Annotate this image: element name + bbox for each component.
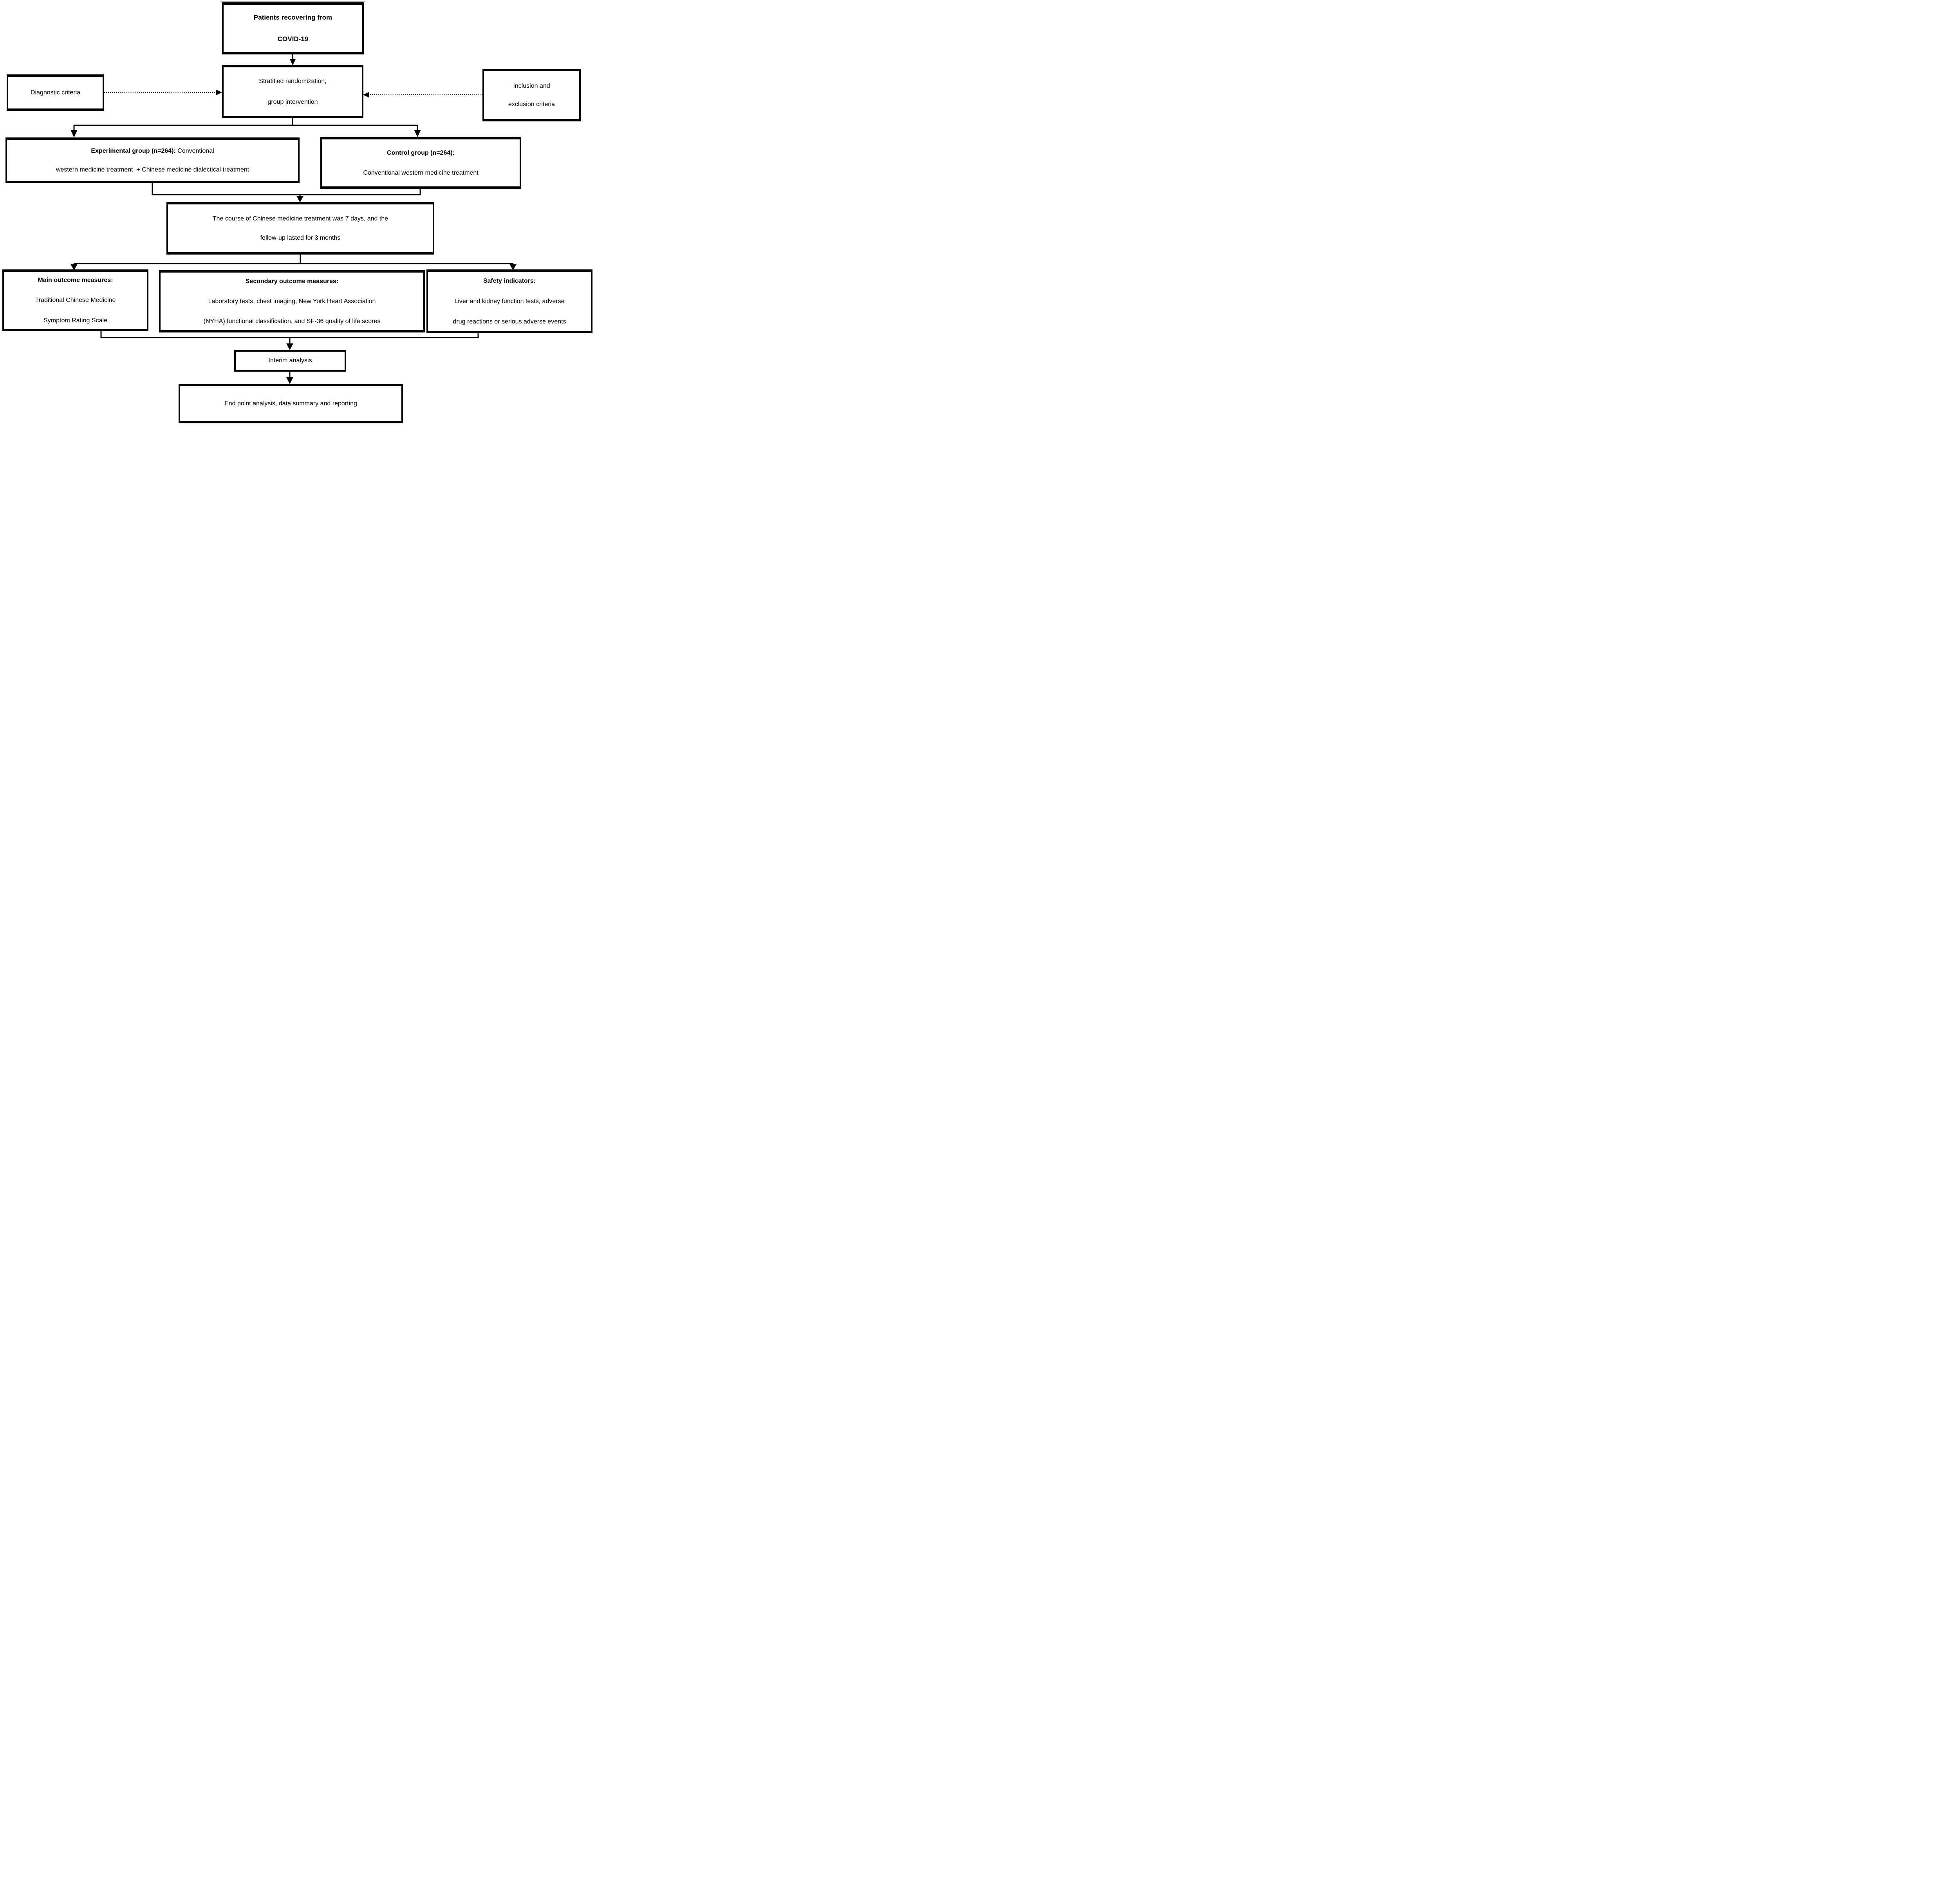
safety-line3: drug reactions or serious adverse events: [453, 318, 566, 325]
split-course-to-outcomes: [70, 255, 517, 270]
inclusion-exclusion-box: Inclusion and exclusion criteria: [482, 69, 581, 121]
inclusion-line2: exclusion criteria: [508, 101, 555, 108]
inclusion-line1: Inclusion and: [513, 82, 550, 89]
secondary-outcome-box: Secondary outcome measures: Laboratory t…: [159, 270, 425, 332]
control-line2: Conventional western medicine treatment: [363, 170, 479, 176]
diagnostic-criteria-box: Diagnostic criteria: [7, 74, 104, 111]
course-line1: The course of Chinese medicine treatment…: [212, 215, 388, 222]
arrow-patients-to-stratified: [289, 54, 296, 65]
diagnostic-label: Diagnostic criteria: [30, 89, 81, 96]
experimental-header: Experimental group (n=264):: [91, 148, 176, 155]
secondary-outcome-line3: (NYHA) functional classification, and SF…: [203, 318, 381, 325]
patients-box: Patients recovering from COVID-19: [222, 2, 364, 54]
endpoint-label: End point analysis, data summary and rep…: [224, 400, 357, 407]
secondary-outcome-line2: Laboratory tests, chest imaging, New Yor…: [208, 298, 376, 305]
merge-outcomes-to-interim: [100, 331, 479, 350]
experimental-line2: western medicine treatment + Chinese med…: [56, 166, 249, 173]
treatment-course-box: The course of Chinese medicine treatment…: [166, 202, 434, 255]
main-outcome-line3: Symptom Rating Scale: [43, 317, 107, 324]
experimental-rest: Conventional: [175, 148, 214, 155]
control-header: Control group (n=264):: [387, 149, 455, 156]
experimental-group-box: Experimental group (n=264): Conventional…: [5, 137, 300, 183]
interim-analysis-box: Interim analysis: [234, 350, 346, 372]
scan-artifact-line: [220, 1, 365, 2]
course-line2: follow-up lasted for 3 months: [260, 235, 341, 241]
endpoint-analysis-box: End point analysis, data summary and rep…: [179, 384, 403, 423]
secondary-outcome-header: Secondary outcome measures:: [245, 278, 339, 285]
merge-groups-to-course: [152, 183, 421, 202]
flowchart-canvas: Patients recovering from COVID-19 Strati…: [0, 0, 605, 425]
main-outcome-box: Main outcome measures: Traditional Chine…: [2, 269, 148, 331]
dotted-arrow-diagnostic-to-stratified: [104, 89, 222, 96]
stratified-line1: Stratified randomization,: [259, 78, 327, 85]
safety-header: Safety indicators:: [483, 277, 536, 284]
experimental-line1: Experimental group (n=264): Conventional: [91, 147, 214, 155]
safety-indicators-box: Safety indicators: Liver and kidney func…: [426, 269, 592, 333]
control-group-box: Control group (n=264): Conventional west…: [320, 137, 521, 189]
dotted-arrow-inclusion-to-stratified: [363, 92, 482, 98]
safety-line2: Liver and kidney function tests, adverse: [454, 298, 565, 305]
patients-line2: COVID-19: [277, 35, 309, 43]
patients-line1: Patients recovering from: [253, 14, 332, 22]
main-outcome-line2: Traditional Chinese Medicine: [35, 297, 116, 304]
stratified-randomization-box: Stratified randomization, group interven…: [222, 65, 363, 118]
connector-layer: [70, 54, 517, 384]
main-outcome-header: Main outcome measures:: [38, 277, 113, 284]
split-stratified-to-groups: [70, 118, 421, 137]
interim-label: Interim analysis: [268, 357, 312, 364]
stratified-line2: group intervention: [267, 99, 318, 105]
arrow-interim-to-endpoint: [286, 372, 293, 384]
